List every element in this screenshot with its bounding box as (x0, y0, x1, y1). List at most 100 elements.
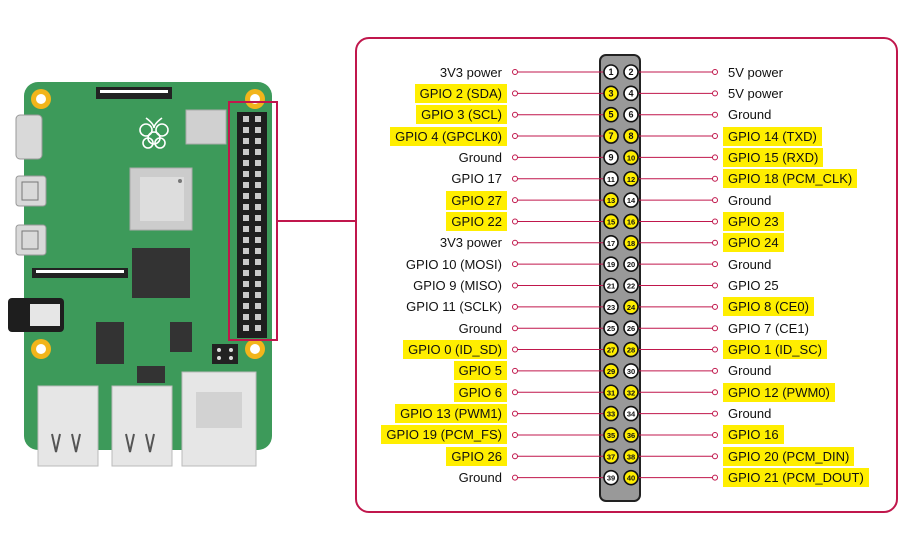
poe-header (212, 344, 238, 364)
pin-19: 19 (603, 256, 619, 272)
header-pin (243, 127, 249, 133)
pin-line-end-8 (712, 133, 718, 140)
pin-39: 39 (603, 469, 619, 486)
pin-18: 18 (623, 235, 639, 251)
pin-4: 4 (623, 85, 639, 102)
pin-number-28: 28 (627, 346, 635, 355)
pin-number-24: 24 (627, 303, 636, 312)
pin-number-9: 9 (608, 152, 613, 162)
pin-label-12: GPIO 18 (PCM_CLK) (723, 169, 858, 189)
pin-number-30: 30 (627, 367, 635, 376)
pin-label-6: Ground (728, 107, 772, 123)
pin-line-end-15 (512, 218, 518, 225)
mounting-holes (31, 89, 265, 359)
header-pin (255, 281, 261, 287)
pin-37: 37 (603, 448, 619, 465)
header-pin (255, 292, 261, 298)
pin-line-end-28 (712, 346, 718, 353)
pin-line-end-33 (512, 410, 518, 417)
header-pin (243, 270, 249, 276)
header-pin (255, 215, 261, 221)
pin-line-end-19 (512, 261, 518, 268)
wifi-module (185, 109, 227, 145)
pin-line-end-25 (512, 325, 518, 332)
pin-number-18: 18 (627, 239, 635, 248)
pin-number-23: 23 (607, 303, 615, 312)
header-pin (255, 116, 261, 122)
pin-number-15: 15 (607, 217, 615, 226)
pin-number-39: 39 (607, 474, 615, 483)
pin-21: 21 (603, 277, 619, 294)
pin-number-20: 20 (627, 260, 635, 269)
pin-line-end-39 (512, 474, 518, 481)
header-pin (243, 138, 249, 144)
ethernet-controller-chip (170, 322, 192, 352)
pin-label-30: Ground (728, 363, 772, 379)
usb-c-port (15, 114, 43, 160)
pin-label-29: GPIO 5 (453, 361, 507, 381)
pin-line-end-16 (712, 218, 718, 225)
hdmi-port-1 (15, 175, 47, 207)
header-pin (255, 303, 261, 309)
header-pin (255, 259, 261, 265)
pin-line-end-27 (512, 346, 518, 353)
pin-number-26: 26 (627, 324, 635, 333)
header-pin (255, 237, 261, 243)
pin-line-end-24 (712, 303, 718, 310)
ethernet-port (181, 371, 257, 467)
pin-40: 40 (623, 469, 639, 486)
pin-label-32: GPIO 12 (PWM0) (723, 382, 835, 402)
pin-label-38: GPIO 20 (PCM_DIN) (723, 446, 855, 466)
pin-line-end-3 (512, 90, 518, 97)
pin-label-10: GPIO 15 (RXD) (723, 147, 824, 167)
pin-line-end-1 (512, 69, 518, 75)
pin-number-40: 40 (627, 474, 635, 483)
pin-3: 3 (603, 85, 619, 102)
pin-lines (512, 69, 718, 481)
pin-line-end-5 (512, 111, 518, 118)
pin-6: 6 (623, 106, 639, 123)
pin-line-end-14 (712, 197, 718, 204)
pin-label-14: Ground (728, 192, 772, 208)
gpio-header (237, 112, 267, 338)
pin-label-16: GPIO 23 (723, 211, 784, 231)
header-pin (243, 193, 249, 199)
pin-number-17: 17 (607, 239, 615, 248)
pin-number-11: 11 (607, 175, 615, 184)
header-pin (255, 314, 261, 320)
header-pin (255, 160, 261, 166)
pin-line-end-12 (712, 175, 718, 182)
pin-label-35: GPIO 19 (PCM_FS) (381, 425, 507, 445)
pin-number-13: 13 (607, 196, 615, 205)
pin-line-end-34 (712, 410, 718, 417)
pin-line-end-20 (712, 261, 718, 268)
pin-10: 10 (623, 149, 639, 166)
header-pin (255, 149, 261, 155)
pin-9: 9 (603, 149, 619, 166)
header-pin (255, 204, 261, 210)
pin-23: 23 (603, 299, 619, 315)
pin-line-end-6 (712, 111, 718, 118)
pin-number-22: 22 (627, 282, 635, 291)
pin-label-21: GPIO 9 (MISO) (413, 278, 502, 293)
header-pin (255, 325, 261, 331)
pin-label-8: GPIO 14 (TXD) (723, 126, 822, 146)
pin-label-40: GPIO 21 (PCM_DOUT) (723, 468, 869, 488)
pin-label-31: GPIO 6 (453, 382, 507, 402)
pin-28: 28 (623, 341, 639, 358)
header-pin (243, 237, 249, 243)
header-pin (243, 182, 249, 188)
pin-label-26: GPIO 7 (CE1) (728, 320, 809, 336)
pin-label-37: GPIO 26 (446, 446, 507, 466)
small-chip (137, 366, 165, 383)
pin-line-end-35 (512, 431, 518, 438)
pin-label-19: GPIO 10 (MOSI) (405, 256, 502, 272)
header-pin (255, 182, 261, 188)
pin-number-5: 5 (608, 110, 613, 120)
pin-line-end-31 (512, 389, 518, 396)
pin-label-3: GPIO 2 (SDA) (414, 83, 507, 103)
pin-30: 30 (623, 363, 639, 379)
pin-number-31: 31 (607, 388, 615, 397)
